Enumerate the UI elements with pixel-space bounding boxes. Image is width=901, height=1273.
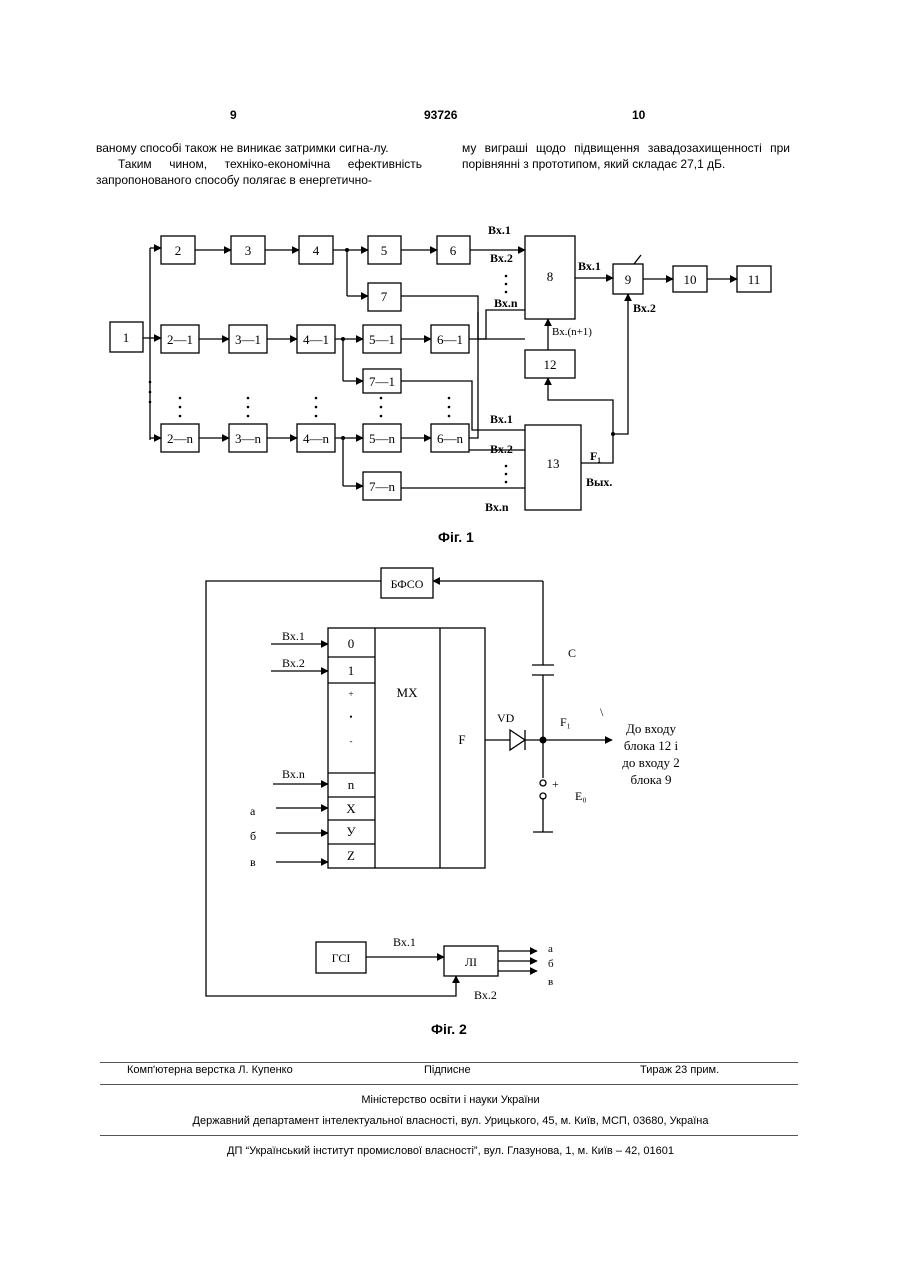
block-5-1: 5—1: [369, 332, 395, 347]
dest-line-1: До входу: [626, 721, 677, 736]
label-a: а: [250, 804, 256, 818]
footer-department: Державний департамент інтелектуальної вл…: [0, 1115, 901, 1127]
label-vx1-8: Вх.1: [488, 223, 511, 237]
dest-line-3: до входу 2: [622, 755, 680, 770]
figure-2-caption: Фіг. 2: [431, 1021, 467, 1037]
bfso-block: БФСО: [391, 577, 424, 591]
mx-input-x: X: [346, 801, 356, 816]
dest-line-4: блока 9: [631, 772, 672, 787]
label-f1: F₁: [590, 449, 601, 463]
block-11: 11: [748, 272, 761, 287]
mx-input-1: 1: [348, 663, 355, 678]
block-7-n: 7—n: [369, 479, 396, 494]
block-5-n: 5—n: [369, 431, 396, 446]
mx-dot: -: [350, 736, 353, 746]
text-column-left: ваному способі також не виникає затримки…: [96, 140, 422, 188]
mx-input-z: Z: [347, 848, 355, 863]
label-li-vx2: Вх.2: [474, 988, 497, 1002]
mx-dot: +: [348, 689, 353, 699]
label-vx1: Вх.1: [282, 629, 305, 643]
block-8: 8: [547, 269, 554, 284]
label-plus: +: [552, 777, 559, 791]
block-6-1: 6—1: [437, 332, 463, 347]
label-v: в: [250, 855, 256, 869]
footer-layout: Комп'ютерна верстка Л. Купенко: [127, 1064, 293, 1076]
label-vx-n1: Вх.(n+1): [552, 326, 592, 338]
block-4-n: 4—n: [303, 431, 330, 446]
label-vd: VD: [497, 711, 515, 725]
footer-institute: ДП “Український інститут промислової вла…: [0, 1145, 901, 1157]
label-gsi-vx1: Вх.1: [393, 935, 416, 949]
block-3-1: 3—1: [235, 332, 261, 347]
paragraph: му виграші щодо підвищення завадозахищен…: [462, 140, 790, 172]
block-4: 4: [313, 243, 320, 258]
label-en: E₀: [575, 789, 587, 803]
label-slash: \: [600, 705, 604, 719]
label-vx2-13: Вх.2: [490, 442, 513, 456]
text-column-right: му виграші щодо підвищення завадозахищен…: [462, 140, 790, 172]
patent-number: 93726: [424, 108, 457, 122]
block-2-1: 2—1: [167, 332, 193, 347]
block-12: 12: [544, 357, 557, 372]
block-4-1: 4—1: [303, 332, 329, 347]
label-out-a: а: [548, 943, 553, 955]
label-vxn-13: Вх.n: [485, 500, 509, 514]
label-vxn-8: Вх.n: [494, 296, 518, 310]
footer-ministry: Міністерство освіти і науки України: [0, 1094, 901, 1106]
label-vx1-9: Вх.1: [578, 259, 601, 273]
label-b: б: [250, 829, 256, 843]
gsi-block: ГСІ: [332, 951, 351, 965]
label-vxn: Вх.n: [282, 767, 305, 781]
page-number-left: 9: [230, 108, 237, 122]
block-5: 5: [381, 243, 388, 258]
figure-1-diagram: 1 2 3 4 5 6 7 2—1 3—1 4—1 5—1 6—1 7—1 2—…: [0, 215, 901, 525]
block-6: 6: [450, 243, 457, 258]
block-3: 3: [245, 243, 252, 258]
block-7-1: 7—1: [369, 374, 395, 389]
label-c: C: [568, 646, 576, 660]
mx-dot: •: [349, 712, 352, 722]
page-number-right: 10: [632, 108, 645, 122]
block-7: 7: [381, 289, 388, 304]
mx-label: MX: [397, 685, 419, 700]
block-2-n: 2—n: [167, 431, 194, 446]
block-13: 13: [547, 456, 560, 471]
label-f1: F₁: [560, 715, 571, 729]
label-vx1-13: Вх.1: [490, 412, 513, 426]
footer-circulation: Тираж 23 прим.: [640, 1064, 719, 1076]
label-out-b: б: [548, 958, 554, 970]
label-vx2-9: Вх.2: [633, 301, 656, 315]
label-out: Вых.: [586, 475, 612, 489]
block-3-n: 3—n: [235, 431, 262, 446]
mx-input-0: 0: [348, 636, 355, 651]
paragraph: ваному способі також не виникає затримки…: [96, 140, 422, 156]
block-10: 10: [684, 272, 697, 287]
f-label: F: [458, 732, 465, 747]
label-vx2-8: Вх.2: [490, 251, 513, 265]
figure-2-diagram: БФСО 0 1 + • - n X У Z MX F ГСІ ЛІ Вх.1 …: [0, 560, 901, 1020]
block-2: 2: [175, 243, 182, 258]
footer-signed: Підписне: [424, 1064, 471, 1076]
figure-1-caption: Фіг. 1: [438, 529, 474, 545]
paragraph: Таким чином, техніко-економічна ефективн…: [96, 156, 422, 188]
block-9: 9: [625, 272, 632, 287]
mx-input-y: У: [346, 824, 356, 839]
dest-line-2: блока 12 і: [624, 738, 679, 753]
label-out-v: в: [548, 976, 553, 988]
block-6-n: 6—n: [437, 431, 464, 446]
block-1: 1: [123, 330, 130, 345]
li-block: ЛІ: [465, 955, 477, 969]
mx-input-n: n: [348, 777, 355, 792]
label-vx2: Вх.2: [282, 656, 305, 670]
